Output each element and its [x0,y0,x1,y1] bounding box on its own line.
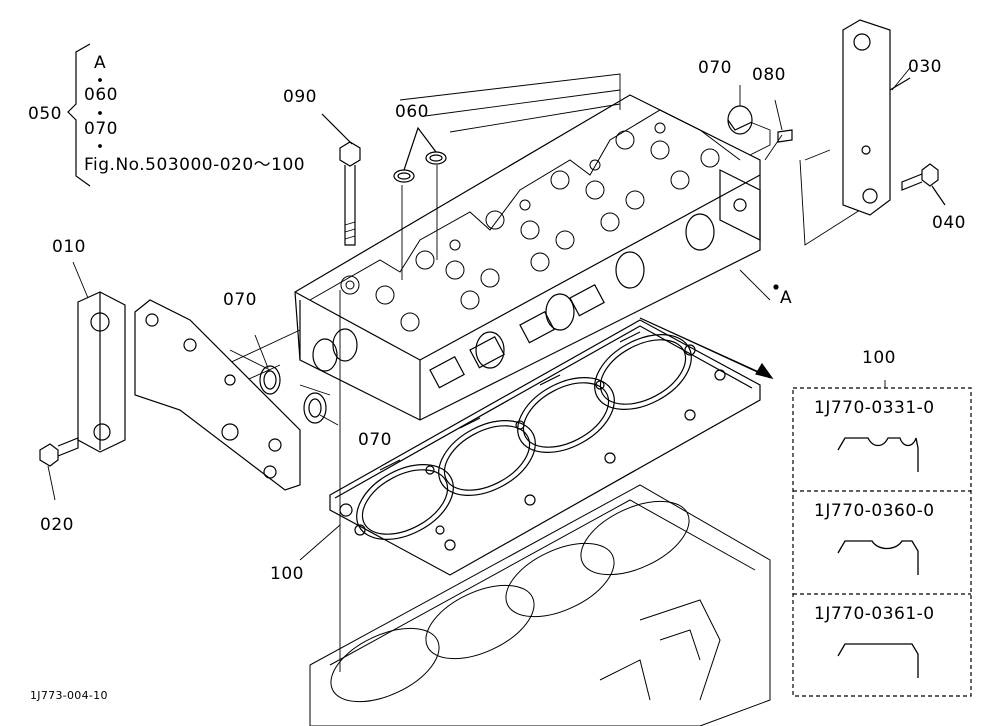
callout-040: 040 [932,213,966,233]
set-note-line4: Fig.No.503000-020～100 [84,155,306,175]
seal-070-bottom [303,392,327,424]
callout-020: 020 [40,515,74,535]
seals-060 [393,126,447,183]
callout-030: 030 [908,57,942,77]
plate-010 [77,291,126,453]
callout-100-gasket: 100 [270,564,304,584]
arrow-to-variants [639,317,774,379]
cylinder-head [294,94,761,421]
plug-080 [777,129,793,143]
set-note-line2: 060 [84,85,118,105]
callout-100-box: 100 [862,348,896,368]
variant-part-number: 1J770-0361-0 [814,604,935,624]
variant-part-number: 1J770-0360-0 [814,501,935,521]
bolt-090 [321,113,361,246]
left-bracket [134,299,301,491]
callout-080: 080 [752,65,786,85]
callout-060: 060 [395,102,429,122]
leader-lines [47,67,911,561]
bolt-040 [901,163,946,206]
callout-a: A [780,288,793,308]
callout-050: 050 [28,104,62,124]
callout-070-bottom: 070 [358,430,392,450]
callout-070-top: 070 [698,58,732,78]
profile-0331 [837,437,919,472]
plate-030 [842,19,911,216]
callout-070-left: 070 [223,290,257,310]
set-bracket [67,43,102,187]
figure-id: 1J773-004-10 [30,689,108,702]
profile-0360 [837,540,919,575]
set-note-line3: 070 [84,119,118,139]
callout-010: 010 [52,237,86,257]
point-a-marker [773,284,779,290]
set-note-line1: A [94,53,107,73]
variant-box [792,387,972,697]
head-gasket [329,319,761,576]
bolt-020 [39,437,79,467]
variant-part-number: 1J770-0331-0 [814,398,935,418]
plug-070-top [727,105,753,135]
engine-block [309,484,771,726]
callout-090: 090 [283,87,317,107]
seal-070-left [259,365,281,395]
profile-0361 [837,643,919,678]
